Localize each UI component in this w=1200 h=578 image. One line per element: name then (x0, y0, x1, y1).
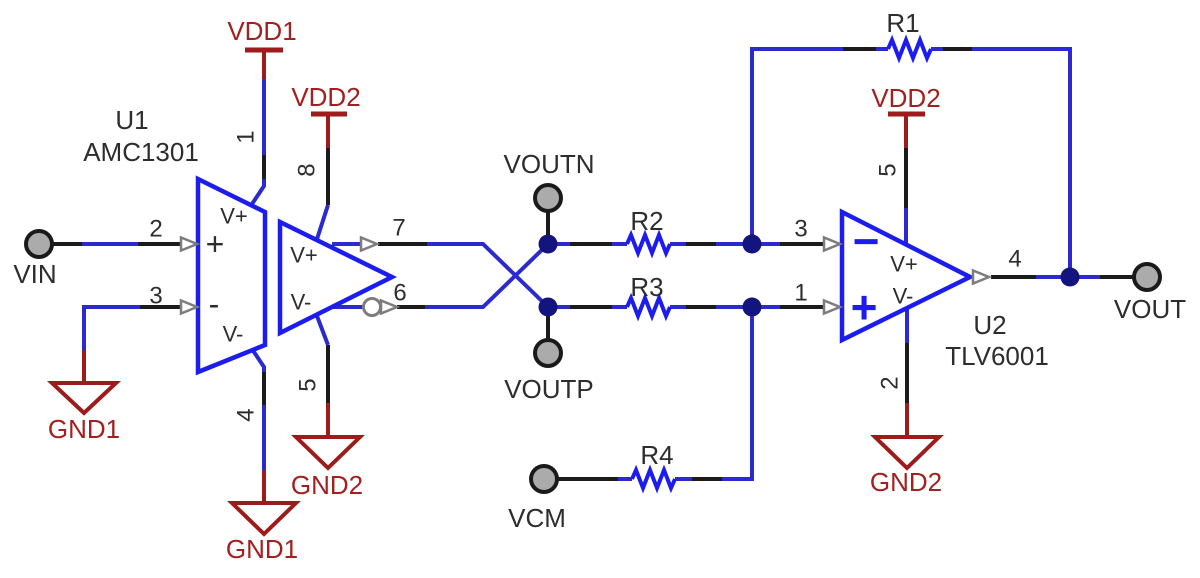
wire-u1-pin1-stub (250, 179, 266, 206)
wire-u1-pin4-stub (250, 347, 266, 372)
u2-pin1-arrow-icon (822, 298, 844, 316)
wire-u1-pin5-stub (315, 315, 330, 346)
junction-dot-voutn (538, 234, 558, 254)
vdd2-right-net-label: VDD2 (871, 83, 940, 113)
gnd2-left-ground-icon (291, 435, 365, 471)
power-symbols (46, 47, 944, 537)
junction-dot-output (1060, 267, 1080, 287)
wire-feedback-right (972, 47, 1072, 277)
r2-label: R2 (630, 206, 663, 236)
vdd1-net-label: VDD1 (227, 16, 296, 46)
wire-r4-to-node (722, 307, 754, 481)
u2-pin2-number: 2 (877, 376, 904, 389)
voutn-terminal (533, 183, 563, 213)
u2-inverting-input-symbol: − (853, 215, 880, 267)
r4-label: R4 (640, 440, 673, 470)
u1-part-number: AMC1301 (83, 137, 199, 167)
u1-designator: U1 (115, 105, 148, 135)
u1-vplus-label: V+ (220, 204, 248, 229)
pin-arrows (179, 235, 993, 317)
resistor-zigzag-icon (886, 34, 933, 64)
voutp-terminal (533, 338, 563, 368)
u1-pin7-arrow-icon (359, 235, 381, 253)
wire-inn-to-gnd1 (82, 305, 140, 350)
u1-pin6-arrow-icon (379, 298, 401, 316)
u1-noninverting-input-symbol: + (206, 226, 225, 262)
wire-u1-pin8-stub (315, 204, 330, 240)
u1-pin3-number: 3 (149, 283, 162, 310)
u1-pin7-number: 7 (392, 215, 405, 242)
u2-noninverting-input-symbol: + (851, 281, 878, 333)
gnd1-bottom-ground-icon (227, 501, 301, 537)
resistor-r1 (886, 34, 933, 64)
r1-label: R1 (886, 8, 919, 38)
u1-pin8-number: 8 (294, 163, 321, 176)
u1-inner-vplus-label: V+ (290, 243, 318, 268)
resistor-r3 (625, 292, 672, 322)
junction-dots (538, 234, 1080, 317)
gnd1-bottom-net-label: GND1 (226, 534, 298, 564)
u1-pin6-number: 6 (393, 280, 406, 307)
vout-terminal-label: VOUT (1114, 294, 1186, 324)
junction-dot-inverting (742, 234, 762, 254)
gnd2-right-net-label: GND2 (870, 467, 942, 497)
vdd2-left-net-label: VDD2 (291, 82, 360, 112)
resistor-zigzag-icon (625, 292, 672, 322)
resistor-zigzag-icon (630, 464, 677, 494)
u2-pin1-number: 1 (794, 280, 807, 307)
r3-label: R3 (630, 272, 663, 302)
u1-pin2-number: 2 (149, 216, 162, 243)
vcm-terminal-label: VCM (508, 503, 566, 533)
vcm-terminal (529, 464, 559, 494)
u2-part-number: TLV6001 (945, 341, 1049, 371)
u1-pin6-inverting-bubble-icon (362, 297, 382, 317)
io-terminals (24, 183, 1162, 494)
u2-pin4-arrow-icon (971, 268, 993, 286)
u2-pin5-number: 5 (875, 163, 902, 176)
u2-pin3-number: 3 (794, 216, 807, 243)
u2-pin4-number: 4 (1008, 246, 1021, 273)
u1-pin5-number: 5 (295, 378, 322, 391)
u2-designator: U2 (973, 310, 1006, 340)
u1-pin1-number: 1 (233, 130, 260, 143)
resistor-r2 (625, 229, 672, 259)
wire-crossover-outn (425, 242, 550, 309)
u2-pin3-arrow-icon (822, 235, 844, 253)
voutn-terminal-label: VOUTN (504, 149, 595, 179)
resistor-r4 (630, 464, 677, 494)
wires-red (82, 50, 909, 503)
junction-dot-noninverting (742, 297, 762, 317)
vout-terminal (1132, 262, 1162, 292)
u1-pin4-number: 4 (233, 408, 260, 421)
junction-dot-voutp (538, 297, 558, 317)
u1-isolation-amplifier (195, 175, 398, 376)
u1-pin2-arrow-icon (179, 235, 201, 253)
voutp-terminal-label: VOUTP (504, 374, 594, 404)
gnd1-left-net-label: GND1 (48, 414, 120, 444)
wire-feedback-left (750, 47, 843, 244)
wires-black (52, 47, 1134, 481)
u1-output-stage-body (277, 218, 398, 337)
gnd1-left-ground-icon (46, 381, 122, 416)
resistor-zigzag-icon (625, 229, 672, 259)
u1-vminus-label: V- (223, 322, 244, 347)
vin-terminal-label: VIN (13, 259, 56, 289)
u1-inner-vminus-label: V- (291, 290, 312, 315)
gnd2-left-net-label: GND2 (291, 470, 363, 500)
u1-inverting-input-symbol: - (209, 286, 220, 322)
u1-pin3-arrow-icon (179, 298, 201, 316)
vin-terminal (24, 229, 54, 259)
u2-opamp (839, 208, 976, 344)
labels: U1 AMC1301 U2 TLV6001 R1 R2 R3 R4 VDD1 V… (13, 8, 1186, 564)
u2-vminus-label: V- (893, 284, 914, 309)
u2-vplus-label: V+ (890, 252, 918, 277)
wire-crossover-outp (427, 242, 550, 309)
u2-opamp-body (839, 208, 976, 344)
gnd2-right-ground-icon (870, 435, 944, 471)
